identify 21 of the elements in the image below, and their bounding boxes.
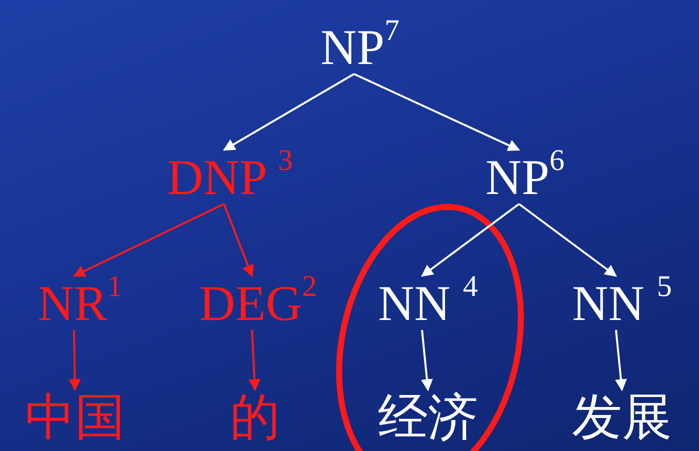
arrow xyxy=(614,330,627,392)
arrow xyxy=(68,330,81,392)
arrow xyxy=(354,73,520,151)
tree-node-label: DNP $^{3}$ xyxy=(167,152,293,202)
tree-node-label: NP$^{7}$ xyxy=(320,22,400,72)
arrow xyxy=(72,203,224,277)
tree-node-label: NN $^{5}$ xyxy=(572,278,672,328)
arrow xyxy=(223,204,254,278)
word-label: 中国 xyxy=(25,392,125,442)
arrow xyxy=(518,203,617,277)
word-label: 的 xyxy=(230,392,280,442)
tree-node-label: DEG$^{2}$ xyxy=(199,278,317,328)
arrow xyxy=(420,330,433,392)
arrow xyxy=(421,203,520,277)
arrow xyxy=(248,330,260,392)
word-label: 经济 xyxy=(378,392,478,442)
arrow xyxy=(222,73,354,151)
word-label: 发展 xyxy=(572,392,672,442)
tree-node-label: NN $^{4}$ xyxy=(378,278,478,328)
tree-node-label: NP$^{6}$ xyxy=(486,152,564,202)
tree-node-label: NR$^{1}$ xyxy=(38,278,122,328)
